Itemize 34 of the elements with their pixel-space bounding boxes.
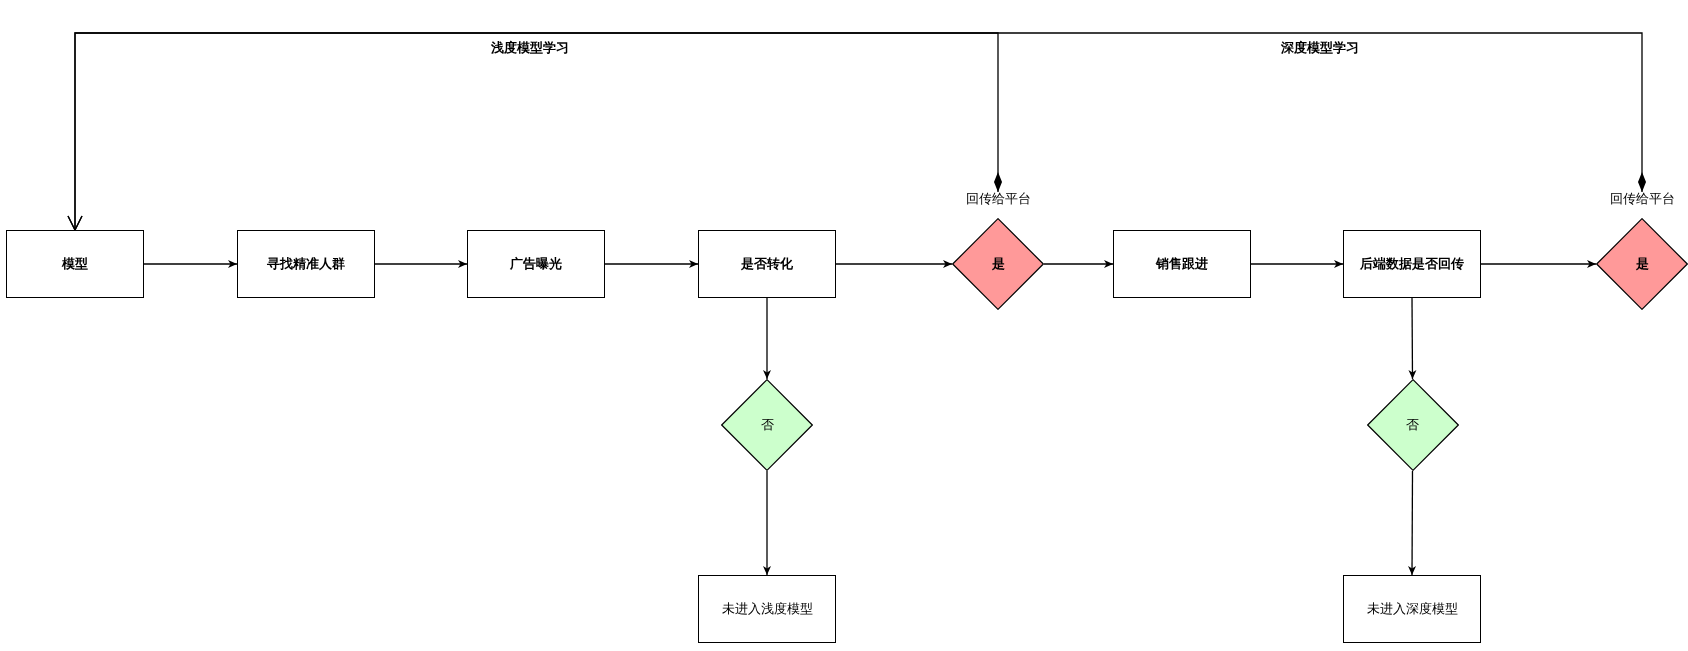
box-text: 寻找精准人群 — [267, 255, 345, 273]
box-text: 未进入浅度模型 — [721, 600, 813, 618]
process-box — [237, 230, 375, 298]
box-text: 未进入深度模型 — [1366, 600, 1458, 618]
process-box — [467, 230, 605, 298]
arrow — [374, 260, 468, 268]
box-text: 广告曝光 — [510, 255, 562, 273]
arrow — [1043, 260, 1114, 268]
arrow — [143, 260, 238, 268]
diamond-text: 是 — [991, 256, 1005, 271]
box-text: 销售跟进 — [1156, 255, 1208, 273]
beside-text: 回传给平台 — [1609, 191, 1675, 206]
arrow — [67, 32, 1646, 231]
arrow — [1250, 260, 1344, 268]
diamond-text: 否 — [1406, 417, 1419, 432]
arrow — [1408, 470, 1417, 576]
diamond-text: 是 — [1635, 256, 1649, 271]
process-box — [1113, 230, 1251, 298]
beside-text: 回传给平台 — [965, 191, 1031, 206]
arrow — [763, 297, 771, 380]
process-box — [1343, 230, 1481, 298]
diamond-text: 否 — [760, 417, 774, 432]
arrow — [763, 470, 771, 576]
arrow — [1480, 260, 1597, 268]
arrow — [835, 260, 953, 268]
box-text: 是否转化 — [741, 255, 793, 273]
box-text: 后端数据是否回传 — [1360, 255, 1464, 273]
arrow — [1408, 297, 1417, 380]
arrow — [604, 260, 699, 268]
box-text: 模型 — [62, 255, 88, 273]
process-box — [1343, 575, 1481, 643]
process-box — [698, 575, 836, 643]
process-box — [698, 230, 836, 298]
process-box — [6, 230, 144, 298]
